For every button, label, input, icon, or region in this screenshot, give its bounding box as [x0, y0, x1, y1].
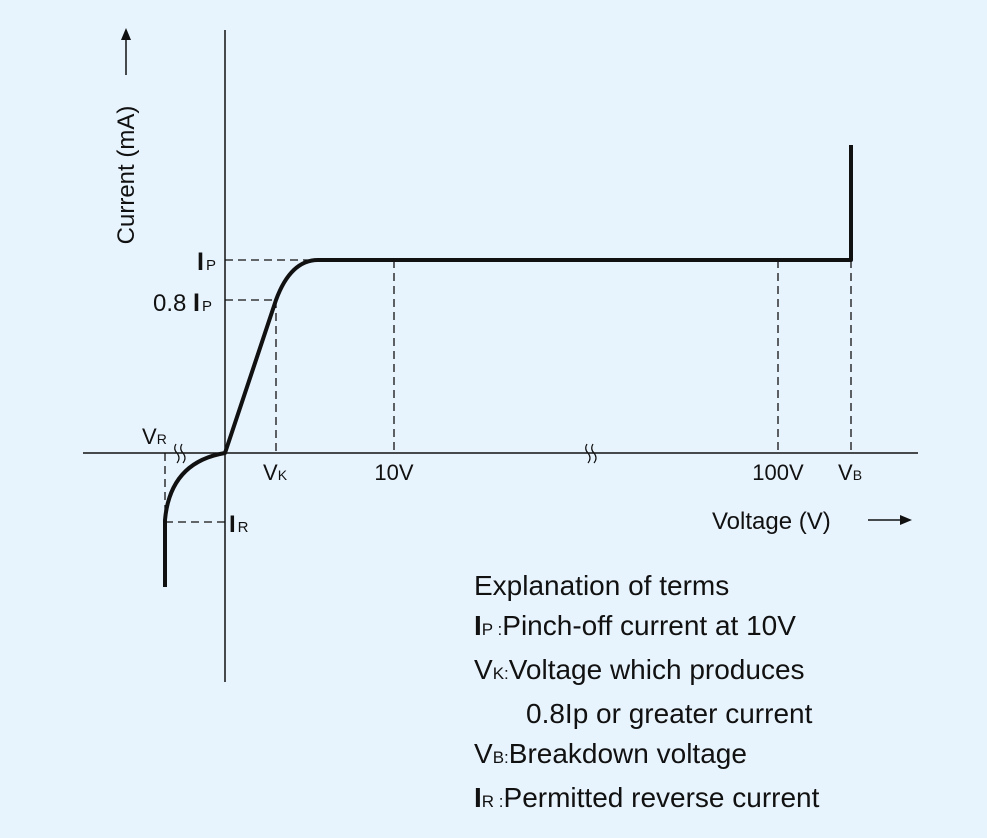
- legend-item-vb: VB:Breakdown voltage: [474, 734, 819, 778]
- guide-lines: [164, 259, 852, 523]
- legend-subscript: K: [492, 664, 505, 683]
- legend-separator: :: [494, 792, 504, 811]
- v10-label: 10V: [374, 460, 413, 485]
- vr-label: VR: [142, 424, 167, 449]
- legend-separator: :: [492, 620, 503, 639]
- y-axis-label: Current (mA): [113, 106, 140, 245]
- legend-title: Explanation of terms: [474, 570, 730, 601]
- legend-text: Breakdown voltage: [508, 738, 747, 769]
- legend-text: Permitted reverse current: [503, 782, 820, 813]
- legend-symbol: I: [474, 610, 482, 641]
- vb-label: VB: [838, 460, 862, 485]
- x-axis-break-right: [585, 443, 597, 464]
- legend-symbol: V: [474, 738, 493, 769]
- legend-item-vk: VK:Voltage which produces: [474, 650, 819, 694]
- legend-subscript: R: [481, 792, 495, 811]
- y-axis-arrow-icon: [121, 28, 131, 75]
- iv-curve: [163, 145, 853, 587]
- legend-text: Voltage which produces: [508, 654, 805, 685]
- legend-item-ip: IP :Pinch-off current at 10V: [474, 606, 819, 650]
- legend-separator: :: [504, 748, 509, 767]
- legend-symbol: V: [474, 654, 493, 685]
- legend-subscript: P: [481, 620, 493, 639]
- legend-subscript: B: [492, 748, 505, 767]
- x-axis-arrow-icon: [868, 515, 912, 525]
- v100-label: 100V: [752, 460, 804, 485]
- vk-label: VK: [263, 460, 288, 485]
- legend-separator: :: [504, 664, 509, 683]
- x-axis-label: Voltage (V): [712, 508, 831, 535]
- legend-symbol: I: [474, 782, 482, 813]
- terms-legend: Explanation of terms IP :Pinch-off curre…: [474, 566, 819, 822]
- legend-text: Pinch-off current at 10V: [502, 610, 796, 641]
- x-axis-break-left: [174, 443, 186, 464]
- legend-item-vk-continued: 0.8Ip or greater current: [526, 698, 813, 729]
- legend-item-ir: IR :Permitted reverse current: [474, 778, 819, 822]
